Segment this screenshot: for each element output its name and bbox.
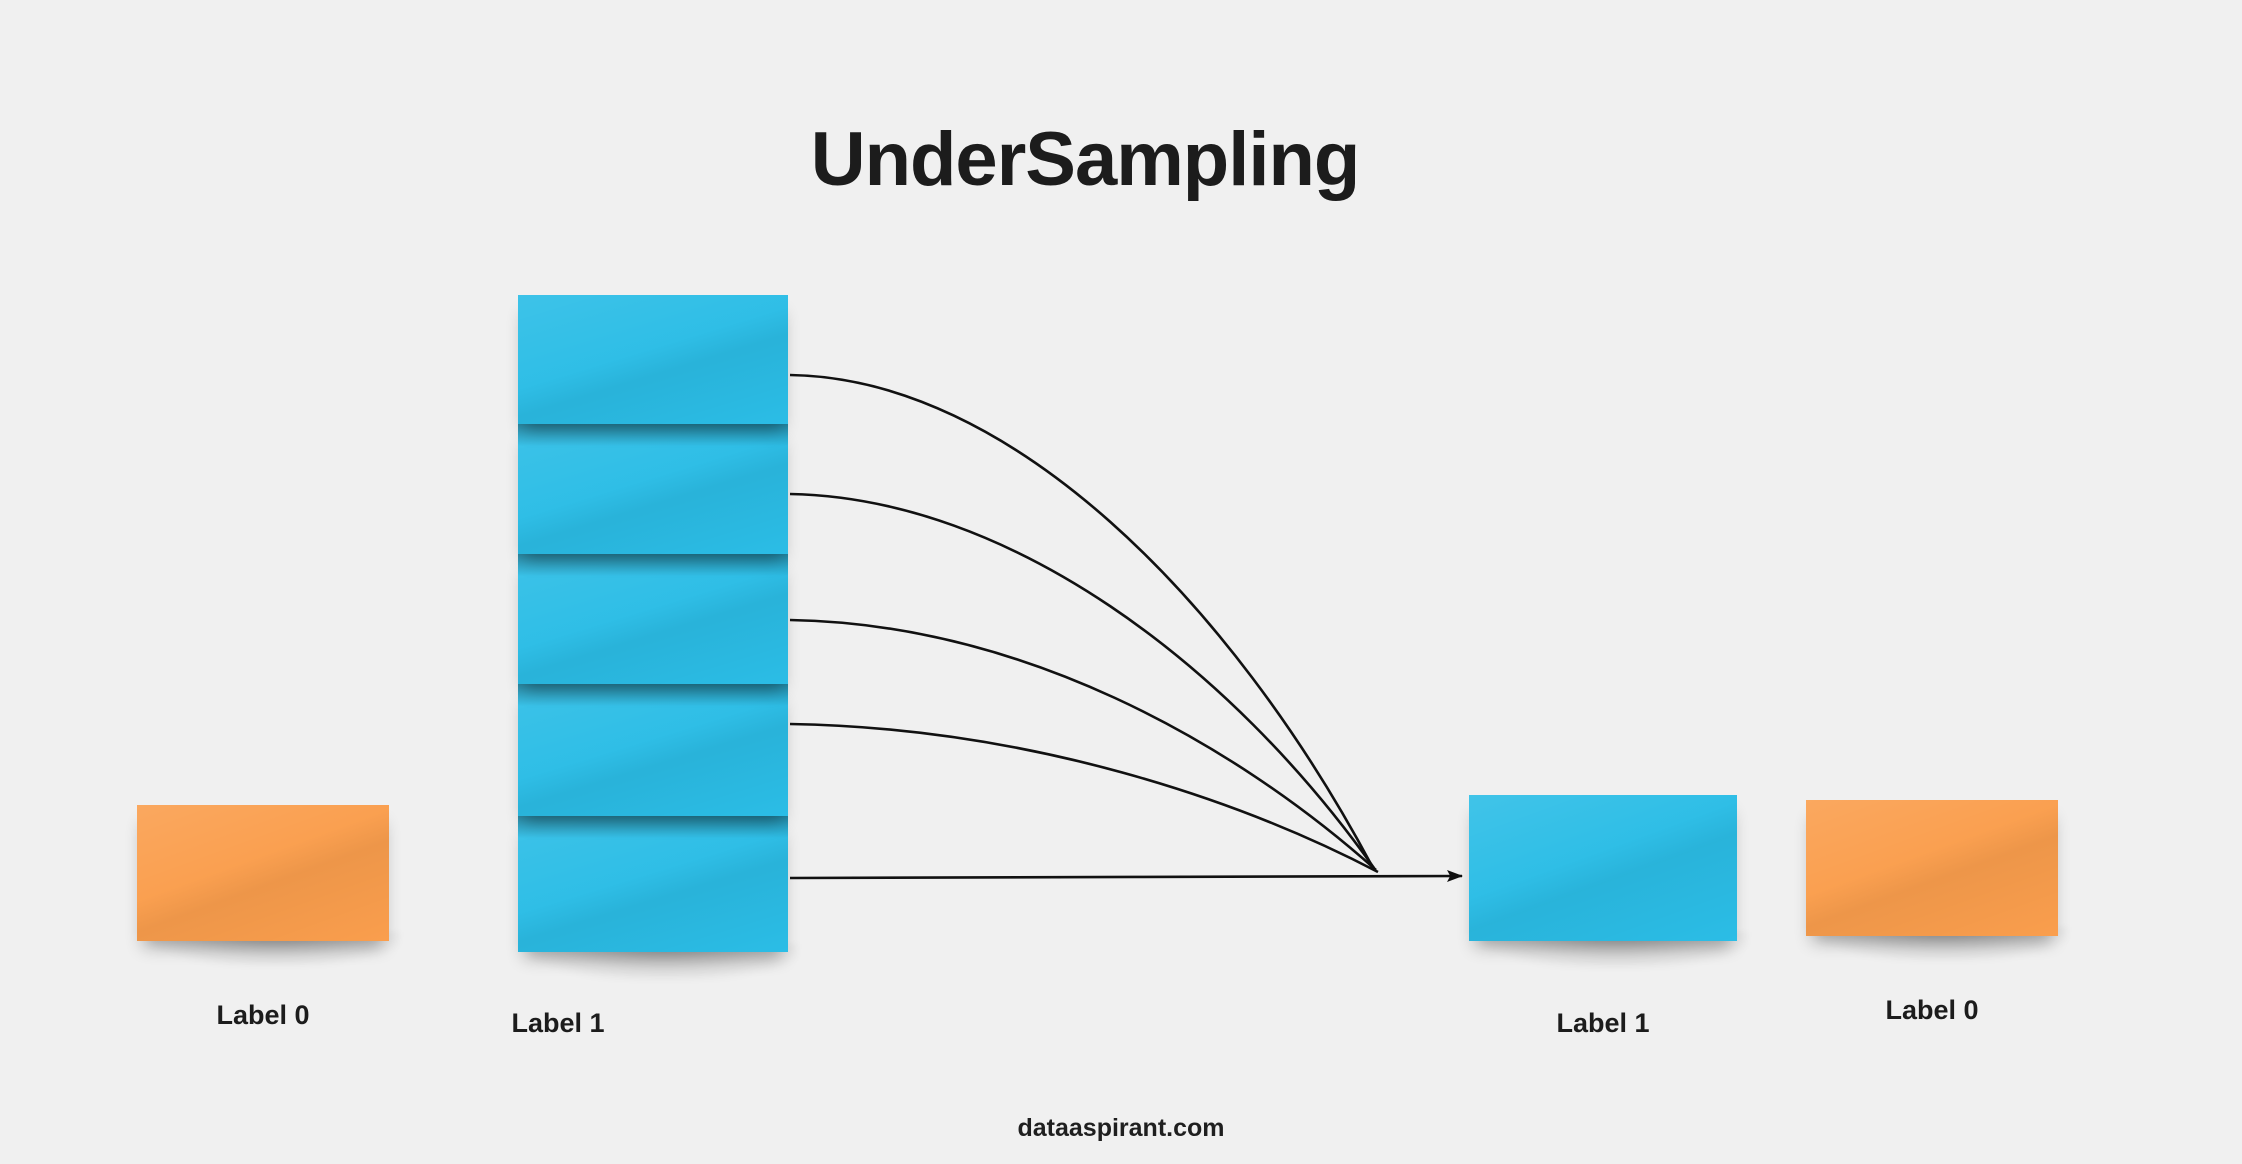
page-title: UnderSampling (810, 117, 1361, 202)
majority-stack-card-4 (518, 684, 788, 816)
left-minority-label: Label 0 (216, 1000, 310, 1030)
card-sheen (518, 295, 788, 424)
left-minority-card (137, 805, 389, 941)
right-minority-card (1806, 800, 2058, 936)
card-sheen (1469, 795, 1737, 941)
sample-curve-2 (789, 492, 1376, 869)
card-sheen (1806, 800, 2058, 936)
card-sheen (137, 805, 389, 941)
majority-stack-card-3 (518, 554, 788, 684)
sample-curve-4 (789, 722, 1379, 874)
sample-curve-1 (789, 373, 1374, 867)
sample-curve-3 (789, 618, 1377, 871)
site-watermark: dataaspirant.com (1017, 1114, 1225, 1142)
card-sheen (518, 554, 788, 684)
majority-stack-card-1 (518, 295, 788, 424)
right-majority-label: Label 1 (1556, 1008, 1650, 1038)
majority-stack-card-2 (518, 424, 788, 554)
card-sheen (518, 816, 788, 952)
right-minority-label: Label 0 (1885, 995, 1979, 1025)
majority-stack-card-5 (518, 816, 788, 952)
card-sheen (518, 424, 788, 554)
right-majority-card (1469, 795, 1737, 941)
card-sheen (518, 684, 788, 816)
sample-curve-5-with-arrowhead (789, 870, 1463, 883)
majority-stack-label: Label 1 (511, 1008, 605, 1038)
